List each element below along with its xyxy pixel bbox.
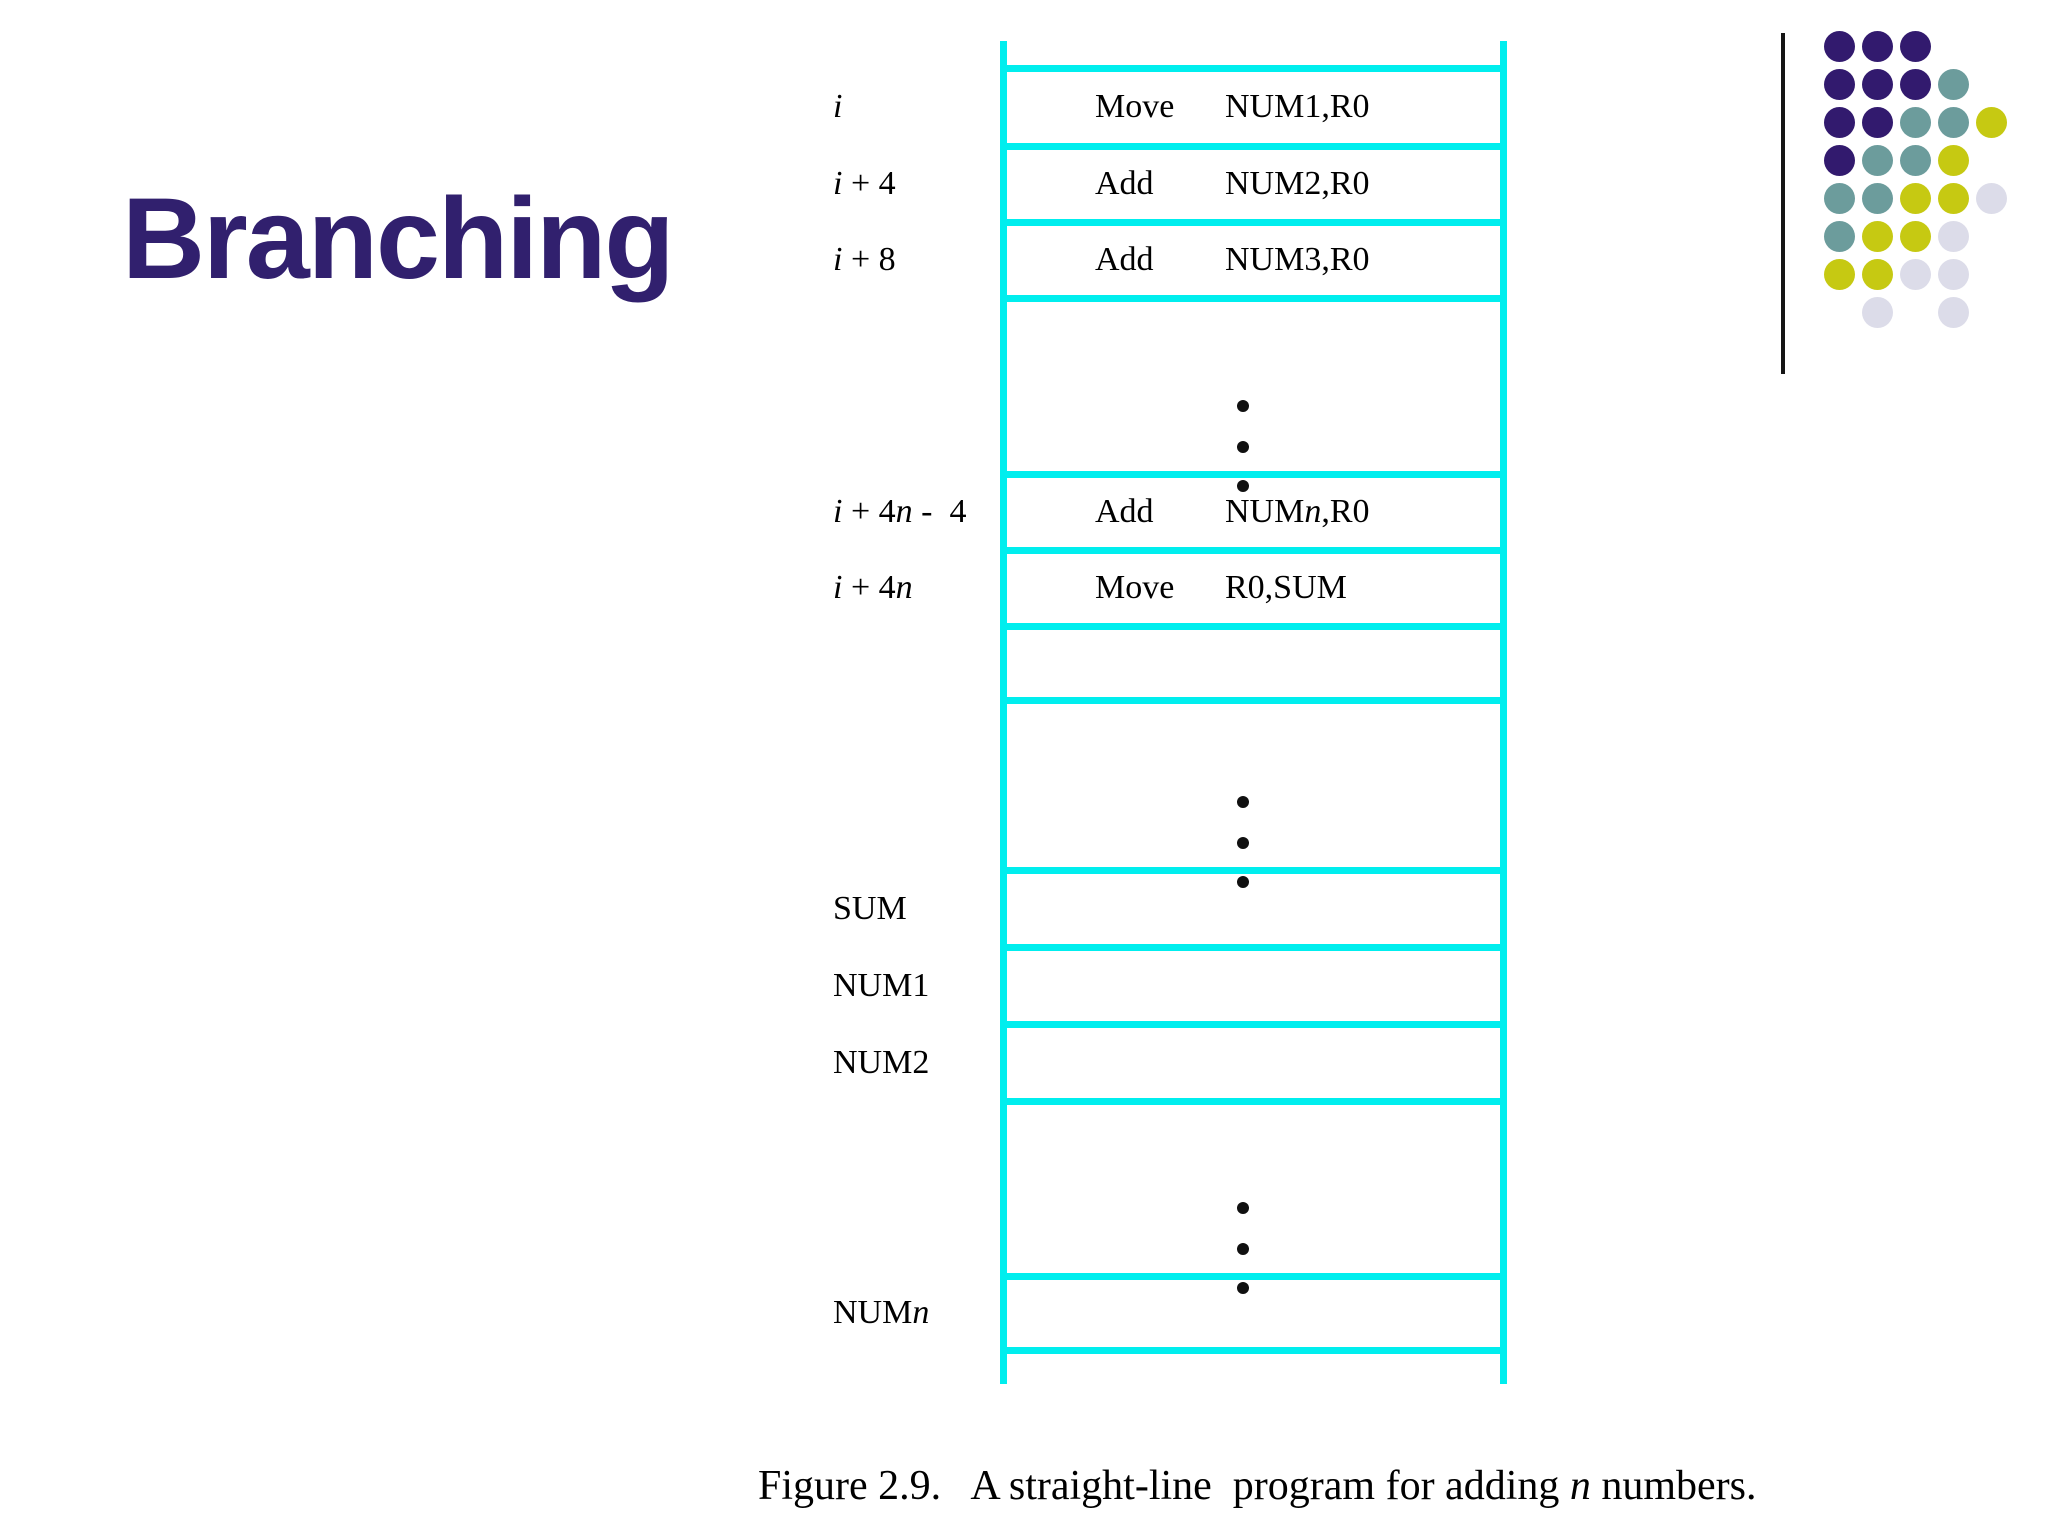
deco-dot xyxy=(1824,69,1855,100)
address-label-numn: NUMn xyxy=(833,1294,930,1331)
mnemonic: Add xyxy=(1095,165,1154,202)
diagram-h-line xyxy=(1000,697,1507,704)
diagram-h-line xyxy=(1000,295,1507,302)
vertical-ellipsis xyxy=(1237,796,1249,894)
page-title: Branching xyxy=(122,175,675,303)
deco-dot xyxy=(1824,183,1855,214)
address-label-i-plus-8: i + 8 xyxy=(833,241,896,278)
deco-dot xyxy=(1862,31,1893,62)
deco-dot xyxy=(1938,259,1969,290)
deco-dot xyxy=(1900,145,1931,176)
diagram-h-line xyxy=(1000,471,1507,478)
instruction-cell-add-num2: Add NUM2,R0 xyxy=(1000,146,1507,222)
deco-dot xyxy=(1900,107,1931,138)
deco-dot xyxy=(1938,69,1969,100)
address-label-sum: SUM xyxy=(833,889,907,927)
deco-dot xyxy=(1900,69,1931,100)
deco-dot xyxy=(1824,107,1855,138)
deco-dot xyxy=(1976,107,2007,138)
deco-dot xyxy=(1900,31,1931,62)
address-label-num1: NUM1 xyxy=(833,966,930,1004)
diagram-h-line xyxy=(1000,1021,1507,1028)
diagram-h-line xyxy=(1000,65,1507,72)
deco-dot xyxy=(1938,221,1969,252)
deco-dot xyxy=(1862,145,1893,176)
instruction-cell-move-num1: Move NUM1,R0 xyxy=(1000,68,1507,146)
mnemonic: Move xyxy=(1095,88,1175,125)
diagram-h-line xyxy=(1000,1347,1507,1354)
mnemonic: Add xyxy=(1095,241,1154,278)
figure-caption: Figure 2.9. A straight-line program for … xyxy=(758,1463,1757,1509)
deco-dot xyxy=(1862,221,1893,252)
deco-dot xyxy=(1862,107,1893,138)
diagram-h-line xyxy=(1000,944,1507,951)
address-label-i-plus-4: i + 4 xyxy=(833,165,896,202)
deco-dot xyxy=(1938,145,1969,176)
diagram-h-line xyxy=(1000,143,1507,150)
diagram-left-rail xyxy=(1000,41,1007,1384)
diagram-h-line xyxy=(1000,1273,1507,1280)
diagram-h-line xyxy=(1000,867,1507,874)
diagram-right-rail xyxy=(1500,41,1507,1384)
deco-dot xyxy=(1862,297,1893,328)
deco-dot xyxy=(1824,145,1855,176)
deco-dot xyxy=(1976,183,2007,214)
deco-dot xyxy=(1900,259,1931,290)
deco-dot xyxy=(1900,221,1931,252)
deco-dot xyxy=(1824,31,1855,62)
vertical-ellipsis xyxy=(1237,400,1249,498)
deco-dot xyxy=(1862,69,1893,100)
diagram-h-line xyxy=(1000,1098,1507,1105)
diagram-h-line xyxy=(1000,219,1507,226)
deco-dot xyxy=(1862,183,1893,214)
deco-dot xyxy=(1862,259,1893,290)
deco-dot xyxy=(1900,183,1931,214)
address-label-num2: NUM2 xyxy=(833,1043,930,1081)
operand: R0,SUM xyxy=(1225,569,1347,606)
instruction-cell-add-numn: Add NUMn,R0 xyxy=(1000,474,1507,550)
instruction-cell-add-num3: Add NUM3,R0 xyxy=(1000,222,1507,298)
operand: NUM2,R0 xyxy=(1225,165,1370,202)
deco-dot xyxy=(1938,297,1969,328)
address-label-i-plus-4n: i + 4n xyxy=(833,569,913,606)
deco-dot xyxy=(1824,221,1855,252)
mnemonic: Add xyxy=(1095,493,1154,530)
vertical-ellipsis xyxy=(1237,1202,1249,1300)
address-label-i: i xyxy=(833,88,843,125)
diagram-h-line xyxy=(1000,623,1507,630)
deco-dot xyxy=(1824,259,1855,290)
operand: NUM3,R0 xyxy=(1225,241,1370,278)
mnemonic: Move xyxy=(1095,569,1175,606)
instruction-cell-move-r0-sum: Move R0,SUM xyxy=(1000,550,1507,626)
operand: NUMn,R0 xyxy=(1225,493,1370,530)
deco-dot xyxy=(1938,107,1969,138)
address-label-i-plus-4n-minus-4: i + 4n - 4 xyxy=(833,493,967,530)
operand: NUM1,R0 xyxy=(1225,88,1370,125)
decorative-vertical-line xyxy=(1781,33,1785,374)
diagram-h-line xyxy=(1000,547,1507,554)
deco-dot xyxy=(1938,183,1969,214)
dot-pattern-decoration xyxy=(1824,31,2024,331)
